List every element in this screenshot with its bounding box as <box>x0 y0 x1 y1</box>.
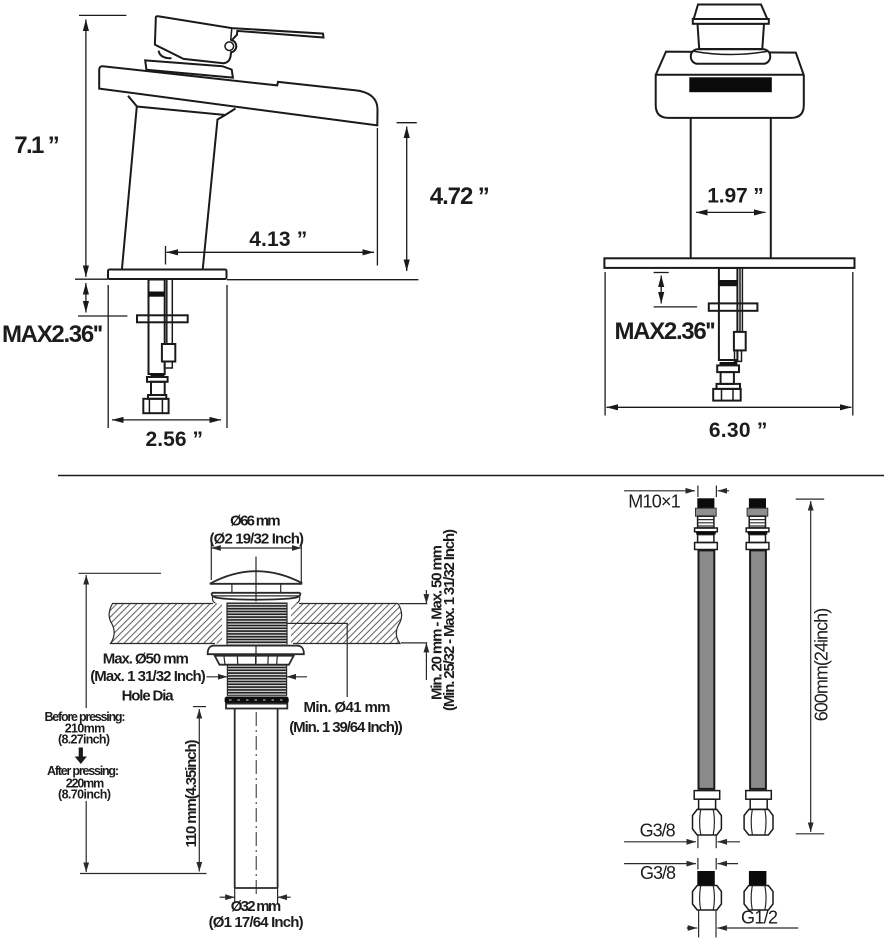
svg-text:(Min. 1 39/64 Inch)): (Min. 1 39/64 Inch)) <box>289 719 403 736</box>
svg-text:(Ø2 19/32 Inch): (Ø2 19/32 Inch) <box>210 531 305 548</box>
svg-text:210mm: 210mm <box>65 722 106 736</box>
svg-text:Ø32 mm: Ø32 mm <box>231 898 282 915</box>
svg-text:220mm: 220mm <box>66 777 105 791</box>
svg-text:Min. Ø41 mm: Min. Ø41 mm <box>304 699 391 716</box>
svg-text:(Ø1 17/64 Inch): (Ø1 17/64 Inch) <box>209 914 304 931</box>
svg-text:600mm(24inch): 600mm(24inch) <box>812 608 832 722</box>
svg-text:MAX2.36'': MAX2.36'' <box>2 321 103 348</box>
svg-text:(8.70inch): (8.70inch) <box>58 788 111 802</box>
svg-text:Min. 20 mm - Max. 50 mm: Min. 20 mm - Max. 50 mm <box>429 545 446 700</box>
svg-text:Ø66 mm: Ø66 mm <box>230 513 281 530</box>
svg-text:M10×1: M10×1 <box>628 492 681 512</box>
svg-text:G3/8: G3/8 <box>640 821 676 841</box>
svg-text:6.30 ”: 6.30 ” <box>709 419 768 442</box>
svg-text:After pressing:: After pressing: <box>47 764 119 778</box>
svg-text:Max. Ø50 mm: Max. Ø50 mm <box>103 651 189 668</box>
svg-text:G3/8: G3/8 <box>640 863 676 883</box>
svg-text:7.1 ”: 7.1 ” <box>14 132 60 159</box>
svg-text:1.97 ”: 1.97 ” <box>707 185 764 208</box>
svg-text:(Max. 1 31/32 Inch): (Max. 1 31/32 Inch) <box>90 668 206 685</box>
svg-text:G1/2: G1/2 <box>741 908 778 928</box>
svg-text:MAX2.36'': MAX2.36'' <box>615 318 716 345</box>
svg-text:2.56 ”: 2.56 ” <box>146 428 204 451</box>
svg-text:Before pressing:: Before pressing: <box>45 710 126 724</box>
svg-text:4.13 ”: 4.13 ” <box>249 228 307 251</box>
svg-text:4.72 ”: 4.72 ” <box>430 183 490 210</box>
svg-text:Hole Dia: Hole Dia <box>122 688 175 705</box>
svg-text:110 mm(4.35inch): 110 mm(4.35inch) <box>183 740 200 848</box>
svg-text:(8.27inch): (8.27inch) <box>58 733 110 747</box>
svg-text:(Min. 25/32 - Max. 1 31/32 Inc: (Min. 25/32 - Max. 1 31/32 Inch) <box>441 529 458 711</box>
